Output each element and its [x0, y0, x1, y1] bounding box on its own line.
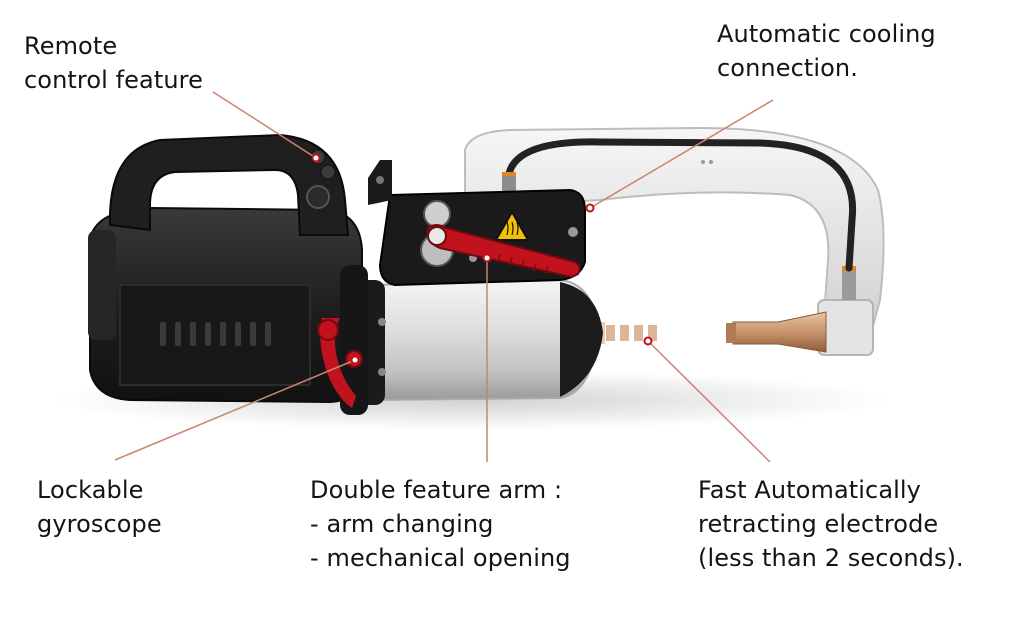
- callout-cooling-connection: Automatic cooling connection.: [717, 17, 936, 85]
- callout-line: Lockable: [37, 476, 144, 504]
- callout-line: Automatic cooling: [717, 20, 936, 48]
- leader-line-remote: [212, 91, 317, 159]
- callout-line: Fast Automatically: [698, 476, 921, 504]
- rear-body: [88, 206, 363, 404]
- marker-dot-electrode: [643, 336, 653, 346]
- callout-lockable-gyroscope: Lockable gyroscope: [37, 473, 162, 541]
- marker-dot-cooling: [585, 203, 595, 213]
- leader-line-gyroscope: [114, 359, 356, 461]
- leader-lines: [114, 91, 774, 463]
- callout-line: gyroscope: [37, 510, 162, 538]
- callout-line: - mechanical opening: [310, 544, 571, 572]
- callout-remote-control: Remote control feature: [24, 29, 203, 97]
- marker-dot-remote: [311, 153, 321, 163]
- vent-slots: [160, 322, 271, 346]
- main-cylinder: [345, 278, 603, 405]
- remote-button-icon: [306, 185, 330, 209]
- callout-line: (less than 2 seconds).: [698, 544, 964, 572]
- callout-line: retracting electrode: [698, 510, 939, 538]
- callout-double-feature-arm: Double feature arm : - arm changing - me…: [310, 473, 571, 575]
- callout-line: Remote: [24, 32, 118, 60]
- marker-dot-gyroscope: [350, 355, 360, 365]
- leader-line-electrode: [647, 340, 771, 463]
- callout-retracting-electrode: Fast Automatically retracting electrode …: [698, 473, 964, 575]
- callout-line: control feature: [24, 66, 203, 94]
- callout-line: connection.: [717, 54, 858, 82]
- handle: [108, 133, 350, 236]
- callout-line: - arm changing: [310, 510, 494, 538]
- gyroscope-lock: [317, 265, 368, 415]
- callout-line: Double feature arm :: [310, 476, 563, 504]
- arm-lever: [426, 224, 581, 279]
- hot-surface-warning-icon: [494, 209, 530, 241]
- leader-line-cooling: [589, 99, 774, 209]
- marker-dot-arm: [482, 253, 492, 263]
